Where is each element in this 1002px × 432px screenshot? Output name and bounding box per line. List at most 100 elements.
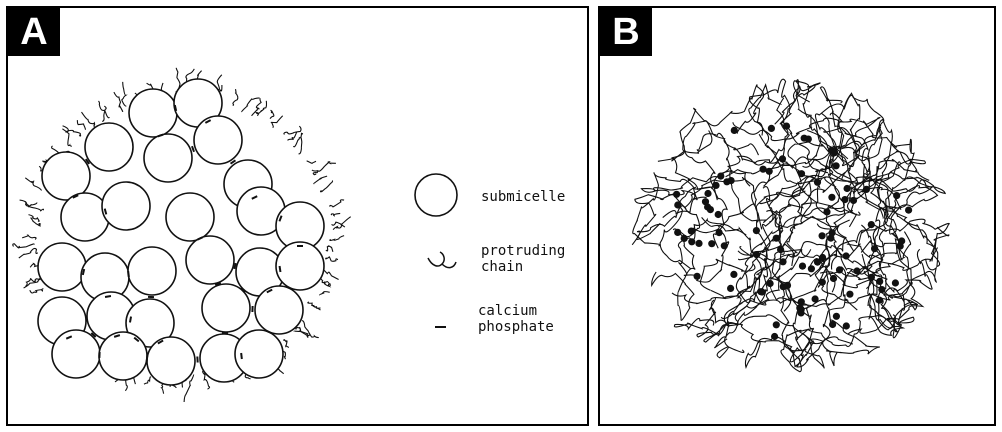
- calcium-phosphate-nanocluster: [805, 136, 812, 143]
- calcium-phosphate: [83, 269, 84, 275]
- calcium-phosphate-nanocluster: [892, 279, 899, 286]
- calcium-phosphate-nanocluster: [808, 265, 815, 272]
- panel-label-a: A: [8, 8, 60, 56]
- submicelle: [255, 286, 303, 334]
- calcium-phosphate-nanocluster: [868, 274, 875, 281]
- submicelle: [99, 332, 147, 380]
- submicelle: [202, 284, 250, 332]
- legend-item-calcium-phosphate: calcium phosphate: [435, 303, 554, 335]
- calcium-phosphate-nanocluster: [773, 321, 780, 328]
- calcium-phosphate-nanocluster: [727, 285, 734, 292]
- calcium-phosphate-nanocluster: [819, 279, 826, 286]
- calcium-phosphate: [175, 105, 176, 111]
- protruding-chain: [114, 92, 123, 111]
- submicelle-circle-icon: [415, 174, 457, 216]
- protruding-chain: [30, 289, 44, 293]
- calcium-phosphate-nanocluster: [876, 278, 883, 285]
- calcium-phosphate-nanocluster: [723, 178, 730, 185]
- calcium-phosphate: [241, 353, 242, 359]
- calcium-phosphate-nanocluster: [798, 298, 805, 305]
- protruding-chain: [314, 176, 327, 184]
- protruding-chain: [144, 377, 151, 384]
- protruding-chain: [270, 110, 274, 118]
- calcium-phosphate-nanocluster: [876, 297, 883, 304]
- calcium-phosphate: [86, 316, 87, 322]
- legend-label-calcium: calcium: [478, 303, 537, 319]
- casein-chain: [838, 93, 860, 184]
- calcium-phosphate-nanocluster: [844, 185, 851, 192]
- protruding-chain: [324, 282, 331, 286]
- calcium-phosphate-nanocluster: [828, 194, 835, 201]
- protruding-chain-icon: [428, 252, 456, 268]
- panel-a: A submicelle protruding chain calcium ph…: [6, 6, 589, 426]
- protruding-chain: [271, 116, 282, 128]
- calcium-phosphate-nanocluster: [783, 123, 790, 130]
- calcium-phosphate-nanocluster: [716, 229, 723, 236]
- calcium-phosphate-nanocluster: [777, 246, 784, 253]
- casein-chain: [658, 85, 764, 162]
- protruding-chain: [326, 246, 333, 252]
- submicelle: [129, 89, 177, 137]
- calcium-phosphate-nanocluster: [829, 321, 836, 328]
- protruding-chain: [333, 224, 345, 229]
- protruding-chain: [284, 126, 301, 134]
- calcium-phosphate-nanocluster: [712, 182, 719, 189]
- calcium-phosphate-nanocluster: [827, 235, 834, 242]
- calcium-phosphate: [280, 266, 281, 272]
- submicelle-model-diagram: submicelle protruding chain calcium phos…: [8, 8, 589, 426]
- calcium-phosphate-nanocluster: [830, 275, 837, 282]
- legend-label-chain: chain: [481, 259, 523, 275]
- protruding-chain: [330, 236, 344, 241]
- casein-chain: [858, 119, 893, 218]
- calcium-phosphate-nanocluster: [771, 333, 778, 340]
- legend-item-submicelle: submicelle: [415, 174, 565, 216]
- calcium-phosphate-nanocluster: [694, 273, 701, 280]
- submicelle: [128, 247, 176, 295]
- legend-label-protruding: protruding: [481, 243, 565, 259]
- legend: submicelle protruding chain calcium phos…: [415, 174, 565, 335]
- legend-label-submicelle: submicelle: [481, 189, 565, 205]
- calcium-phosphate-nanocluster: [715, 211, 722, 218]
- calcium-phosphate-nanocluster: [674, 229, 681, 236]
- calcium-phosphate: [147, 356, 148, 362]
- calcium-phosphate-nanocluster: [773, 235, 780, 242]
- protruding-chain: [25, 178, 41, 191]
- calcium-phosphate-nanocluster: [863, 186, 870, 193]
- protruding-chain: [77, 120, 85, 130]
- submicelle: [61, 193, 109, 241]
- calcium-phosphate-nanocluster: [843, 252, 850, 259]
- protruding-chain: [22, 235, 36, 239]
- protruding-chain: [330, 200, 344, 207]
- submicelle: [276, 242, 324, 290]
- protruding-chain: [82, 112, 95, 128]
- calcium-phosphate-nanocluster: [721, 242, 728, 249]
- submicelle: [38, 243, 86, 291]
- calcium-phosphate-nanocluster: [688, 228, 695, 235]
- calcium-phosphate-nanocluster: [819, 232, 826, 239]
- panel-label-b: B: [600, 8, 652, 56]
- calcium-phosphate-nanocluster: [893, 192, 900, 199]
- submicelle: [85, 123, 133, 171]
- calcium-phosphate-nanocluster: [779, 155, 786, 162]
- calcium-phosphate: [105, 296, 111, 297]
- protruding-chain: [29, 215, 40, 222]
- casein-chain: [734, 85, 815, 163]
- calcium-phosphate-nanocluster: [850, 197, 857, 204]
- calcium-phosphate-nanocluster: [836, 266, 843, 273]
- calcium-phosphate-nanocluster: [768, 125, 775, 132]
- protruding-chain: [312, 162, 336, 171]
- submicelle: [52, 330, 100, 378]
- protruding-chain: [20, 200, 44, 211]
- panel-b: B: [598, 6, 996, 426]
- calcium-phosphate-nanocluster: [759, 288, 766, 295]
- calcium-phosphate: [130, 317, 131, 323]
- calcium-phosphate-nanocluster: [673, 191, 680, 198]
- calcium-phosphate: [234, 263, 235, 269]
- calcium-phosphate-nanocluster: [843, 322, 850, 329]
- protruding-chain: [331, 213, 340, 215]
- calcium-phosphate-nanocluster: [731, 127, 738, 134]
- calcium-phosphate-nanocluster: [753, 251, 760, 258]
- calcium-phosphate-nanocluster: [767, 280, 774, 287]
- calcium-phosphate-nanocluster: [730, 271, 737, 278]
- protruding-chain: [19, 248, 38, 258]
